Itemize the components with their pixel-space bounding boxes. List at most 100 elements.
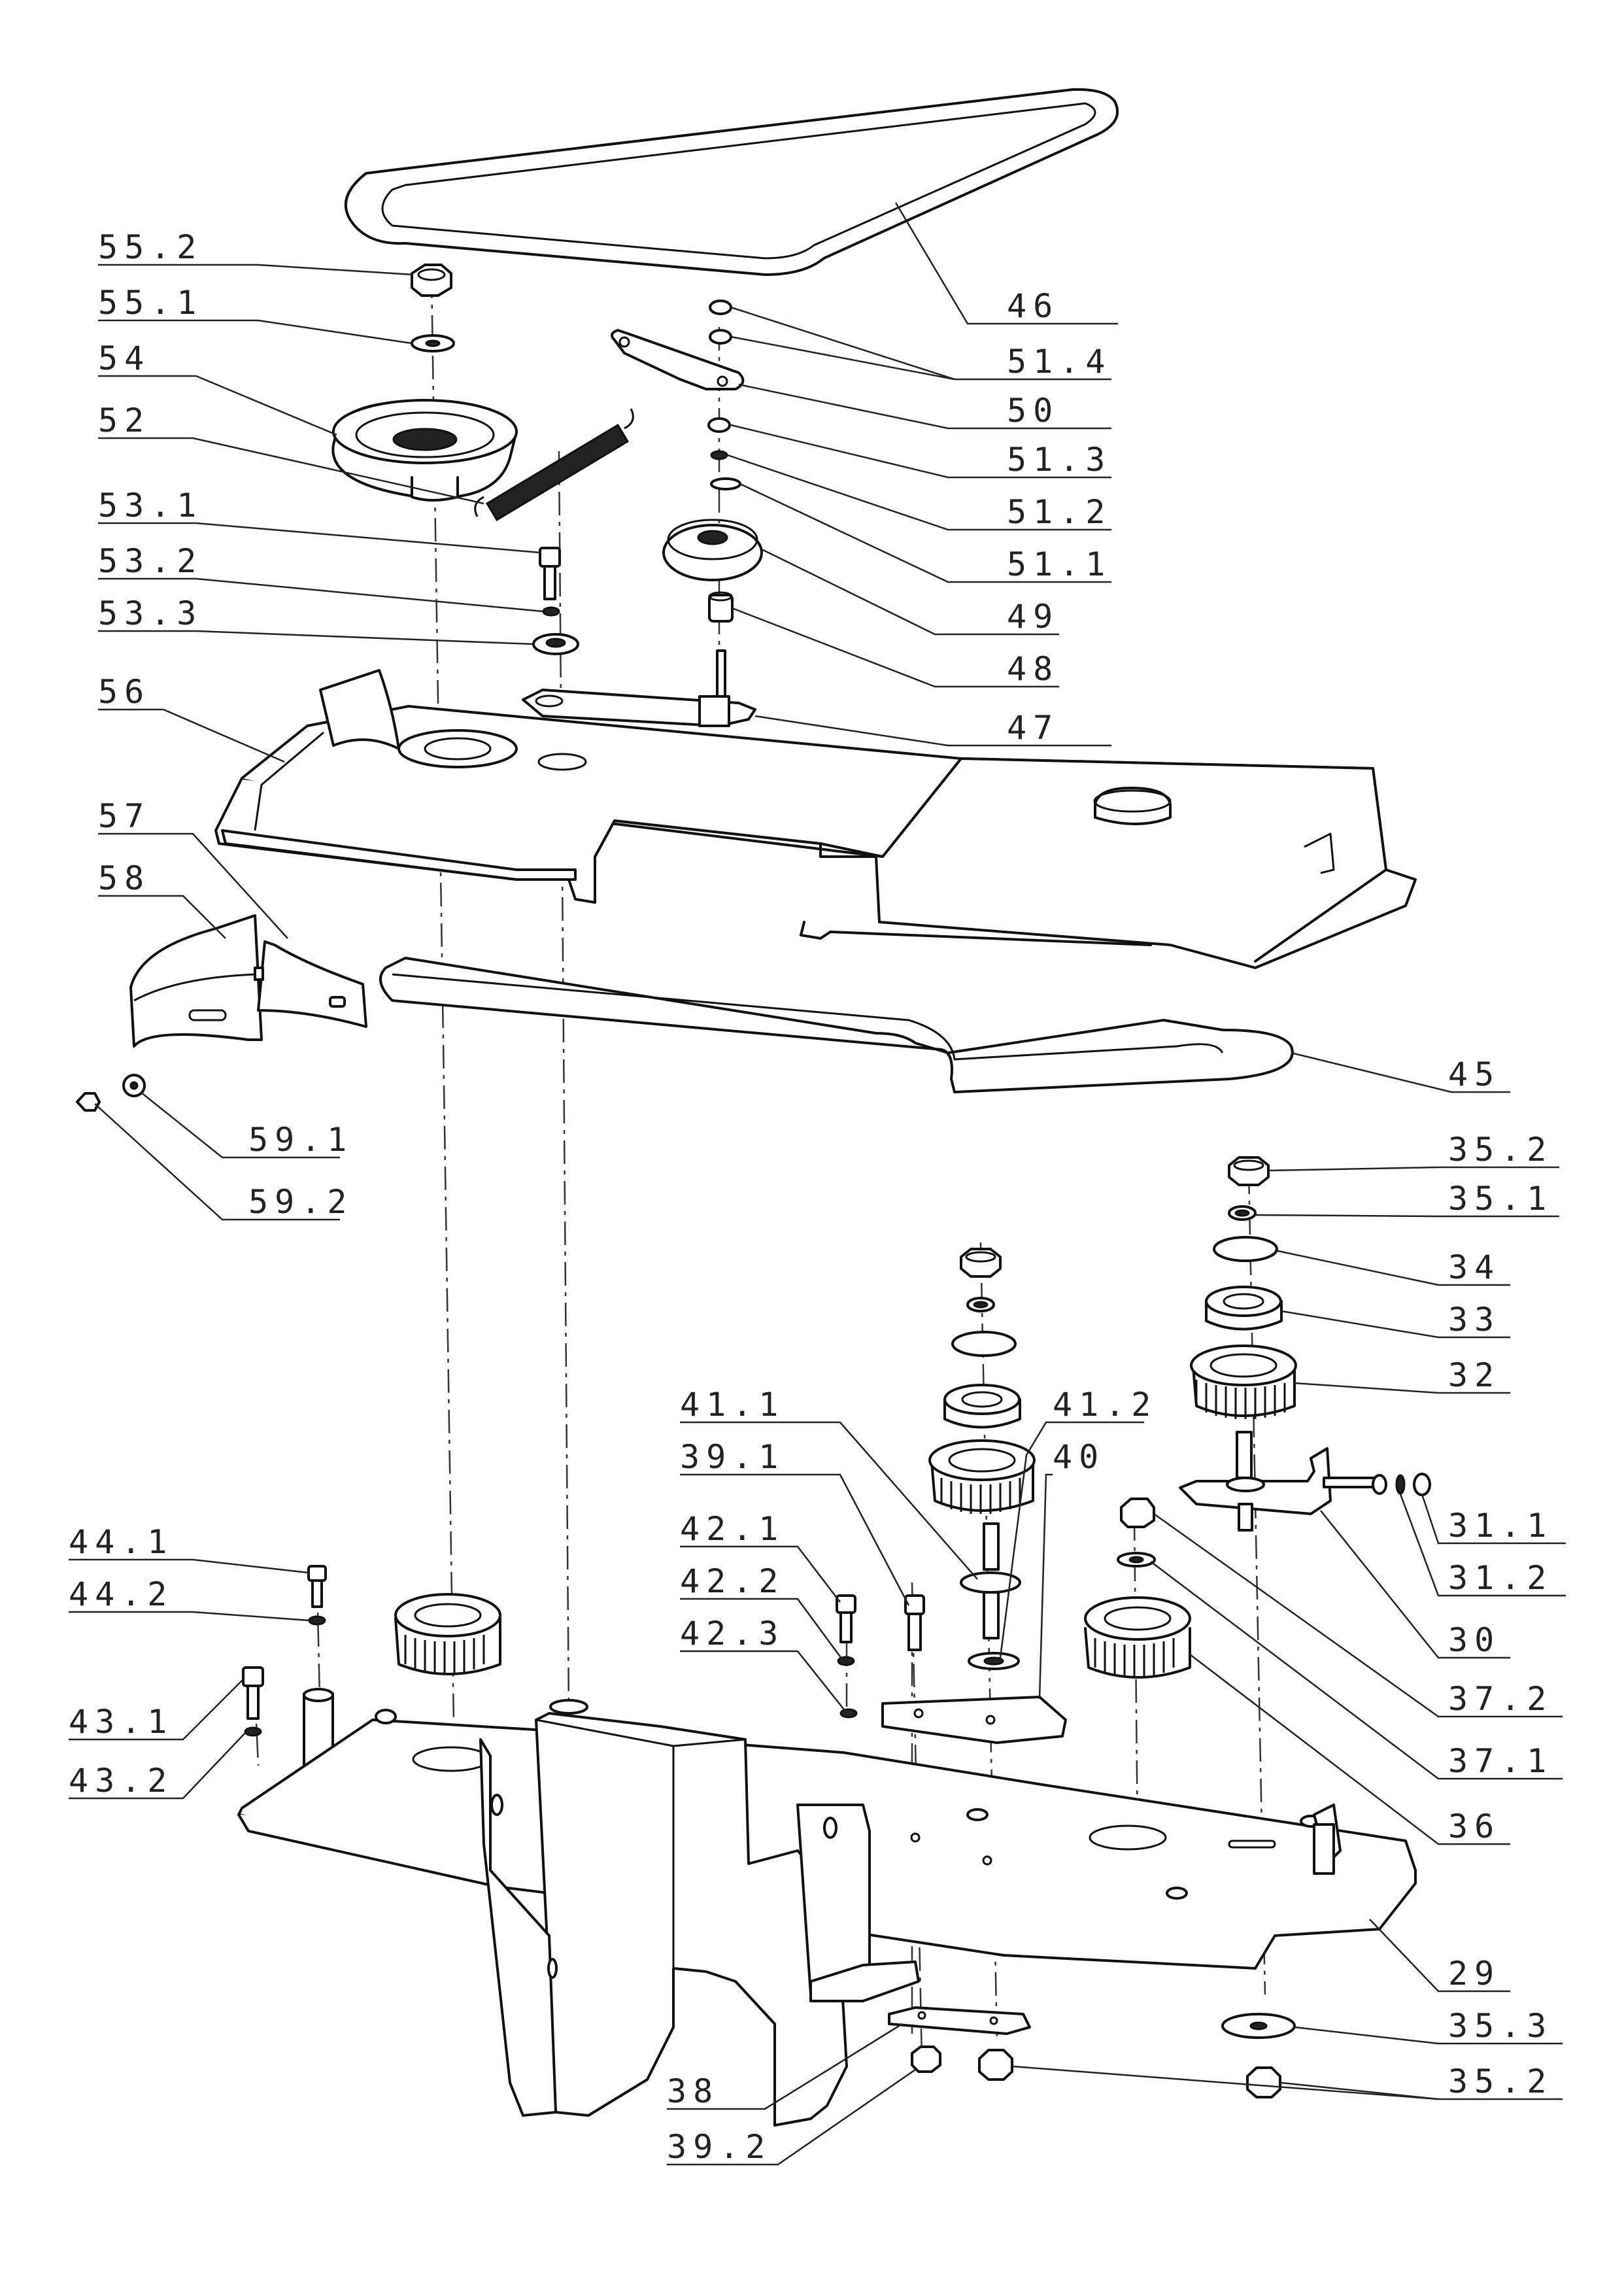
part-53-2-washer [542,606,560,617]
callout-53-1: 53.1 [98,487,203,524]
part-40-plate [881,1696,1067,1744]
part-54-pulley [331,399,518,502]
callout-44-2: 44.2 [69,1575,173,1613]
part-51-2-washer [710,450,728,460]
part-47-tensioner-arm [522,649,756,727]
callout-49: 49 [1007,598,1059,636]
callout-30: 30 [1448,1621,1500,1659]
part-51-1-washer [710,477,741,490]
part-left-toothed-pulley [394,1593,501,1675]
callout-44-1: 44.1 [69,1523,173,1561]
part-middle-circlip [951,1331,1017,1357]
part-32-toothed-pulley [1190,1344,1297,1419]
callout-35-2-lower: 35.2 [1448,2063,1553,2100]
part-31-1-31-2-fasteners [1372,1473,1431,1496]
callout-43-1: 43.1 [69,1703,173,1741]
part-33-bearing [1205,1286,1283,1331]
callout-29: 29 [1448,1955,1500,1993]
part-middle-bearing [943,1384,1021,1429]
callout-40: 40 [1053,1438,1105,1476]
callout-48: 48 [1007,650,1059,688]
callout-53-2: 53.2 [98,542,203,580]
part-38-strip [888,2006,1031,2035]
part-45-belt [379,957,1294,1093]
part-49-idler-pulley [662,519,763,581]
part-37-1-washer [1117,1552,1156,1567]
callout-42-3: 42.3 [680,1615,785,1652]
callout-41-2: 41.2 [1053,1386,1157,1424]
part-55-1-washer [411,334,455,352]
callout-50: 50 [1007,392,1059,430]
callout-58: 58 [98,859,150,897]
callout-41-1: 41.1 [680,1386,785,1424]
callout-34: 34 [1448,1248,1500,1286]
callout-labels: 55.2 55.1 54 52 53.1 53.2 53.3 56 57 58 … [69,228,1553,2166]
part-42-1-bolt [836,1594,856,1643]
part-39-1-bolt [904,1594,925,1651]
callout-55-2: 55.2 [98,228,203,266]
callout-43-2: 43.2 [69,1762,173,1800]
part-34-circlip [1213,1236,1278,1262]
callout-33: 33 [1448,1301,1500,1339]
part-51-4-nuts [709,300,732,345]
part-41-2-washer [968,1652,1020,1670]
part-55-2-nut [411,264,452,297]
part-41-1-shaft [960,1522,1021,1639]
part-56-cover [214,669,1417,969]
callout-36: 36 [1448,1807,1500,1845]
callout-46: 46 [1007,287,1059,325]
part-middle-nut [960,1248,1002,1278]
callout-51-2: 51.2 [1007,493,1111,531]
callout-39-1: 39.1 [680,1438,785,1476]
part-37-2-nut [1120,1498,1155,1528]
callout-35-1: 35.1 [1448,1180,1553,1218]
callout-39-2: 39.2 [667,2128,771,2166]
callout-37-2: 37.2 [1448,1680,1553,1718]
callout-31-1: 31.1 [1448,1507,1553,1545]
leader-lines [69,202,1566,2166]
part-51-3-nut [707,417,731,433]
callout-51-1: 51.1 [1007,545,1111,583]
callout-59-2: 59.2 [248,1183,353,1221]
part-35-2-nut-lower-b [1246,2066,1281,2098]
part-35-3-washer [1221,2013,1296,2039]
callout-35-2-top: 35.2 [1448,1131,1553,1169]
part-42-3-washer [839,1708,858,1719]
callout-35-3: 35.3 [1448,2007,1553,2045]
part-36-toothed-pulley [1084,1596,1191,1679]
callout-57: 57 [98,797,150,835]
callout-51-4: 51.4 [1007,343,1111,381]
part-53-3-spacer [532,633,579,655]
callout-56: 56 [98,673,150,711]
part-53-1-bolt [539,547,561,600]
callout-32: 32 [1448,1356,1500,1394]
callout-53-3: 53.3 [98,594,203,632]
callout-45: 45 [1448,1055,1500,1093]
callout-51-3: 51.3 [1007,441,1111,479]
part-58-guard [129,914,263,1048]
part-39-2-nut [911,2046,941,2073]
part-43-1-bolt [242,1666,264,1720]
part-46-belt [344,88,1119,276]
callout-59-1: 59.1 [248,1121,353,1159]
part-44-2-washer [308,1615,326,1626]
part-57-guard-strip [254,940,367,1028]
part-frame [479,1699,920,2127]
part-35-2-nut-top [1228,1156,1270,1186]
part-43-2-washer [244,1726,262,1737]
part-35-1-washer [1228,1205,1257,1221]
part-59-washer-nut [76,1074,146,1112]
part-30-shaft-bracket [1179,1431,1378,1532]
callout-47: 47 [1007,709,1059,747]
callout-42-1: 42.1 [680,1510,785,1548]
callout-38: 38 [667,2072,719,2110]
part-52-spring [474,408,634,522]
callout-31-2: 31.2 [1448,1559,1553,1597]
callout-42-2: 42.2 [680,1562,785,1600]
part-middle-washer [966,1297,995,1312]
part-48-bushing [708,591,734,623]
callout-54: 54 [98,339,150,377]
callout-52: 52 [98,402,150,439]
part-44-1-bolt [307,1565,327,1608]
